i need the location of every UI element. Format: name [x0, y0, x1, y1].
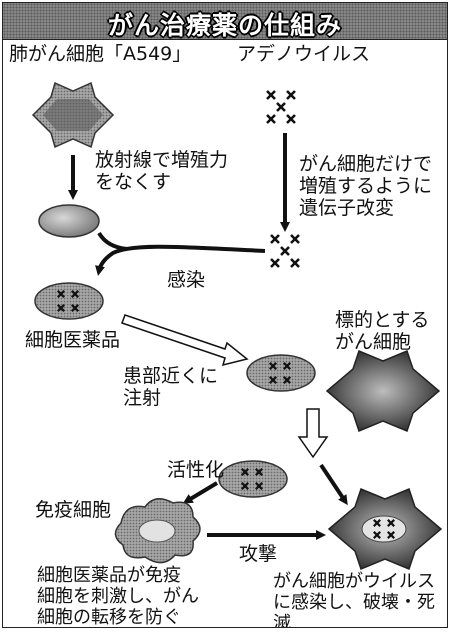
cancer-effect-text: がん細胞がウイルス に感染し、破壊・死滅: [273, 571, 435, 628]
lung-cancer-cell-label: 肺がん細胞「A549」: [9, 43, 192, 65]
gene-modification-step-label: がん細胞だけで 増殖するように 遺伝子改変: [299, 153, 433, 219]
irradiated-cell-shape: [38, 204, 100, 238]
diagram-title: がん治療薬の仕組み: [107, 11, 342, 40]
immune-cell-shape: [114, 498, 201, 564]
cancer-infection-arrow: [319, 463, 348, 506]
activation-step-label: 活性化: [167, 459, 225, 481]
activated-cell-drug-shape: [218, 460, 288, 498]
target-cancer-cell-shape: [325, 349, 441, 433]
target-cancer-cell-label: 標的とする がん細胞: [335, 309, 430, 353]
injected-cell-shape: [246, 354, 316, 392]
lung-cancer-cell-shape: [31, 81, 115, 149]
attack-step-label: 攻撃: [239, 543, 278, 565]
injection-arrow: [121, 314, 249, 367]
cell-drug-label: 細胞医薬品: [25, 329, 121, 351]
modified-virus-particles: [269, 233, 301, 269]
adenovirus-particles: [265, 89, 297, 125]
infected-cancer-cell-shape: [327, 487, 443, 571]
immune-effect-text: 細胞医薬品が免疫 細胞を刺激し、がん 細胞の転移を防ぐ: [37, 565, 199, 628]
diagram-frame: がん治療薬の仕組み: [2, 2, 448, 628]
infection-merge-line: [97, 231, 128, 251]
activation-arrow: [182, 481, 219, 504]
adenovirus-label: アデノウイルス: [237, 43, 371, 65]
injection-step-label: 患部近くに 注射: [123, 365, 219, 409]
cell-drug-shape: [34, 282, 104, 320]
infection-step-label: 感染: [167, 269, 206, 291]
immune-cell-label: 免疫細胞: [35, 499, 112, 521]
radiation-step-label: 放射線で増殖力 をなくす: [95, 149, 229, 193]
title-bar: がん治療薬の仕組み: [3, 3, 447, 40]
progress-hollow-arrow: [297, 408, 329, 459]
diagram-art: [31, 81, 443, 571]
